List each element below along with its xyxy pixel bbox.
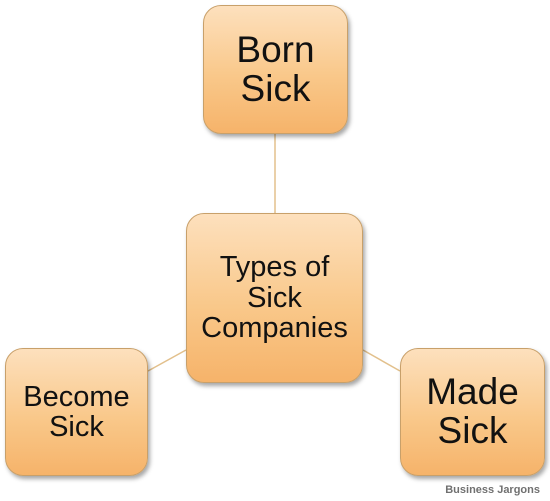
- node-born-sick-label: Born Sick: [236, 28, 315, 109]
- connector-left: [147, 349, 187, 372]
- node-become-sick-label: Become Sick: [23, 380, 130, 443]
- node-made-sick-label: Made Sick: [426, 371, 519, 451]
- node-types-of-sick-companies: Types of Sick Companies: [186, 213, 363, 383]
- node-born-sick: Born Sick: [203, 5, 348, 134]
- node-made-sick: Made Sick: [400, 348, 545, 476]
- node-center-label: Types of Sick Companies: [201, 251, 348, 345]
- node-become-sick: Become Sick: [5, 348, 148, 476]
- connector-right: [362, 349, 401, 372]
- footer-credit: Business Jargons: [445, 484, 540, 496]
